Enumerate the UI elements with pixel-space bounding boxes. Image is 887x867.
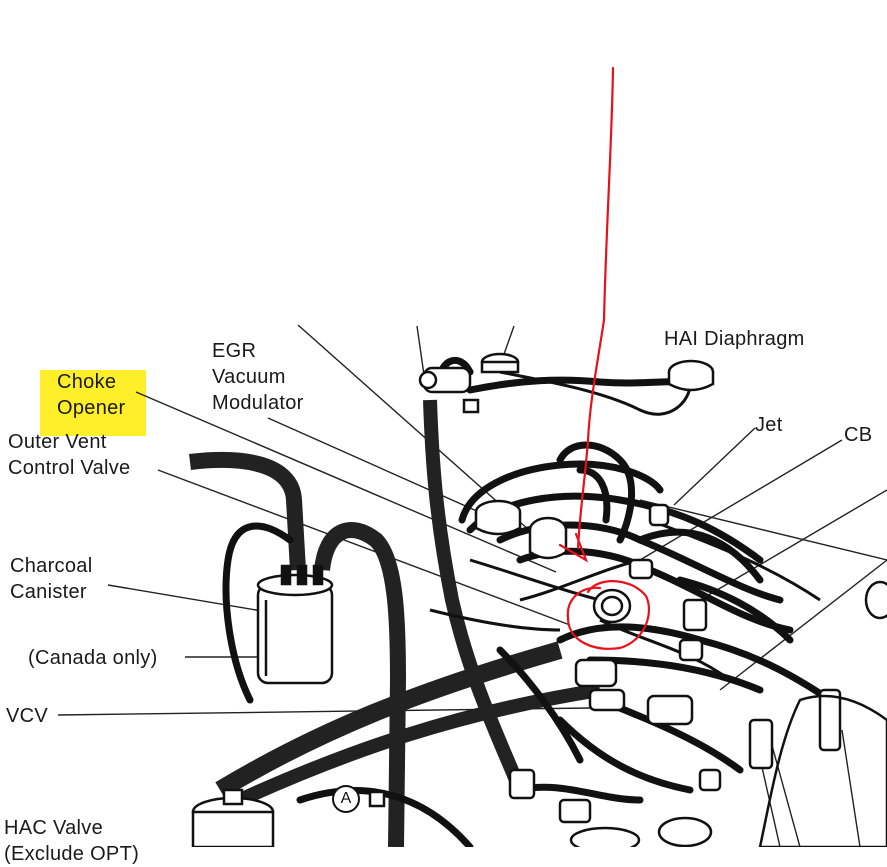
jet-label: Jet xyxy=(755,414,783,436)
red-circle-markup xyxy=(566,580,651,650)
hac-valve-label: HAC Valve (Exclude OPT) xyxy=(4,815,139,867)
charcoal-canister-body xyxy=(256,564,334,685)
jet-cb-bodies xyxy=(628,503,708,726)
thin-hoses xyxy=(429,370,821,682)
egr-line3: Modulator xyxy=(212,392,304,414)
red-markup xyxy=(558,66,651,650)
egr-modulator-body xyxy=(474,499,568,560)
hatched-pipes xyxy=(189,399,602,847)
hac-line1: HAC Valve xyxy=(4,817,104,839)
hai-diaphragm-label: HAI Diaphragm xyxy=(664,328,805,350)
charcoal-canister-label: Charcoal Canister xyxy=(10,553,92,605)
engine-drawing xyxy=(57,66,887,847)
canada-only-label: (Canada only) xyxy=(28,647,158,669)
outer-vent-line1: Outer Vent xyxy=(8,431,107,453)
choke-opener-highlight xyxy=(40,370,146,436)
charcoal-line1: Charcoal xyxy=(10,555,93,577)
red-arrow-head xyxy=(558,532,589,563)
outer-vent-line2: Control Valve xyxy=(8,457,131,479)
hac-valve-body xyxy=(191,788,275,847)
egr-vacuum-modulator-label: EGR Vacuum Modulator xyxy=(212,338,304,416)
choke-opener-line1: Choke xyxy=(57,371,117,393)
choke-opener-label: Choke Opener xyxy=(57,369,126,421)
cb-label: CB xyxy=(844,424,873,446)
hac-line2: (Exclude OPT) xyxy=(4,843,140,865)
top-valves xyxy=(418,352,520,414)
vcv-label: VCV xyxy=(6,705,49,727)
red-arrow-line xyxy=(576,66,615,550)
charcoal-line2: Canister xyxy=(10,581,87,603)
choke-opener-body xyxy=(574,588,632,712)
vacuum-hose-diagram: Choke Opener EGR Vacuum Modulator Outer … xyxy=(4,66,887,865)
hai-diaphragm-body xyxy=(667,359,715,392)
choke-opener-line2: Opener xyxy=(57,397,126,419)
lower-fittings xyxy=(368,768,722,847)
connection-marker-a: A xyxy=(332,785,360,813)
egr-line2: Vacuum xyxy=(212,366,286,388)
outer-vent-control-valve-label: Outer Vent Control Valve xyxy=(8,429,130,481)
egr-line1: EGR xyxy=(212,340,257,362)
